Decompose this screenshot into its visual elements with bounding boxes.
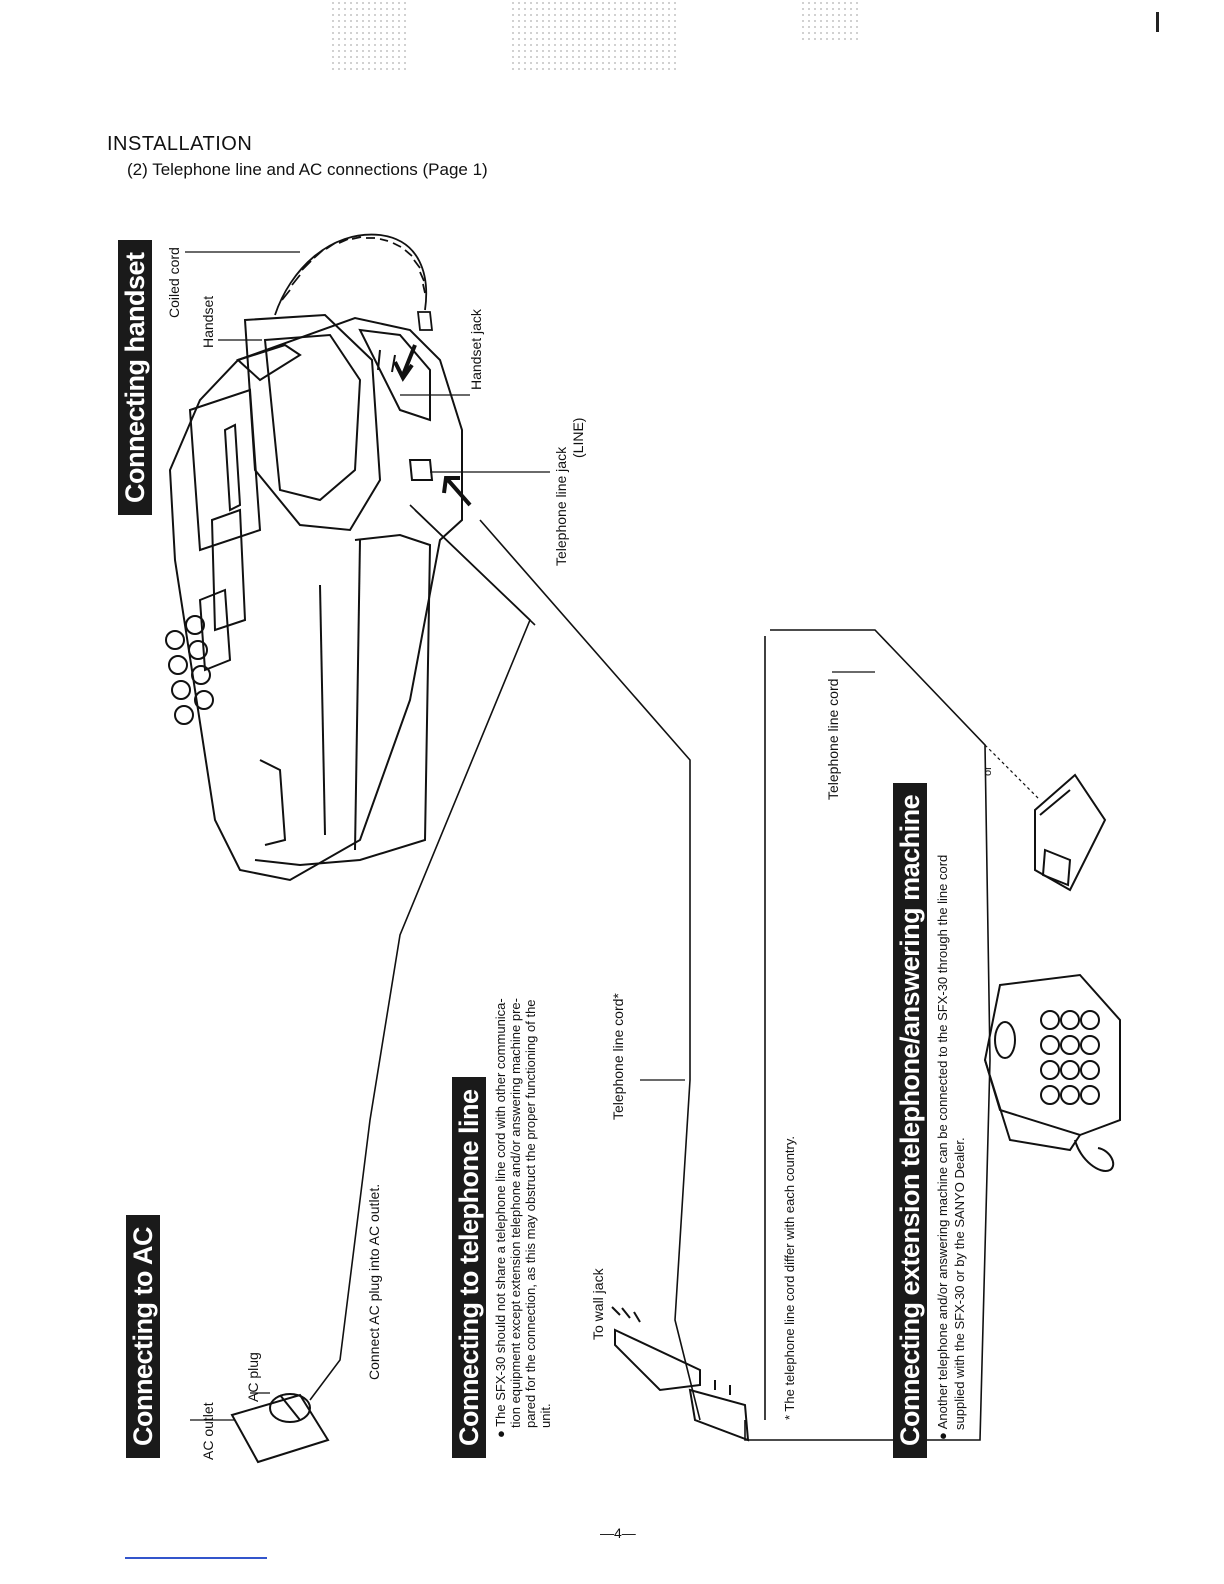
registration-mark	[1156, 12, 1159, 32]
page-subtitle: (2) Telephone line and AC connections (P…	[127, 160, 488, 179]
coiled-cord-illustration	[274, 233, 434, 331]
footnote-line-cord: * The telephone line cord differ with ea…	[782, 1135, 797, 1420]
scan-noise	[510, 0, 680, 70]
label-or: or	[982, 766, 994, 776]
ac-outlet-illustration	[190, 1392, 330, 1464]
page-title: INSTALLATION	[107, 133, 253, 155]
footer-rule	[125, 1557, 267, 1559]
tel-line-body-2: tion equipment except extension telephon…	[508, 998, 523, 1428]
banner-connecting-handset: Connecting handset	[118, 240, 152, 515]
tel-line-body-4: unit.	[538, 1403, 553, 1428]
banner-connecting-telephone-line: Connecting to telephone line	[452, 1077, 486, 1458]
scan-noise	[330, 0, 410, 70]
label-telephone-line-cord: Telephone line cord	[825, 678, 841, 800]
extension-cord	[744, 629, 991, 1441]
line-jack-arrow	[442, 476, 472, 507]
handset-jack-arrow	[393, 344, 417, 382]
label-telephone-line-jack: Telephone line jack	[553, 446, 569, 566]
label-ac-instruction: Connect AC plug into AC outlet.	[366, 1183, 382, 1380]
label-handset-jack: Handset jack	[468, 309, 484, 390]
wall-jack-illustration	[611, 1306, 750, 1442]
banner-connecting-extension: Connecting extension telephone/answering…	[893, 782, 927, 1458]
answering-machine-illustration	[1034, 773, 1107, 892]
label-coiled-cord: Coiled cord	[166, 247, 182, 318]
extension-body-2: supplied with the SFX-30 or by the SANYO…	[952, 1137, 967, 1430]
banner-connecting-ac: Connecting to AC	[126, 1215, 160, 1458]
extension-body-1: ● Another telephone and/or answering mac…	[935, 854, 950, 1440]
label-telephone-line-cord-star: Telephone line cord*	[610, 993, 626, 1120]
label-to-wall-jack: To wall jack	[590, 1268, 606, 1340]
label-handset: Handset	[200, 295, 216, 348]
tel-line-body-3: pared for the connection, as this may ob…	[523, 999, 538, 1428]
fax-machine-illustration	[165, 313, 463, 882]
extension-telephone-illustration	[983, 973, 1121, 1172]
label-ac-plug: AC plug	[245, 1352, 261, 1402]
tel-line-body-1: ● The SFX-30 should not share a telephon…	[493, 998, 508, 1438]
scan-noise	[800, 0, 860, 40]
page-number: —4—	[600, 1525, 636, 1541]
label-ac-outlet: AC outlet	[200, 1402, 216, 1460]
telephone-line-cord	[479, 519, 701, 1421]
label-line: (LINE)	[570, 417, 586, 458]
